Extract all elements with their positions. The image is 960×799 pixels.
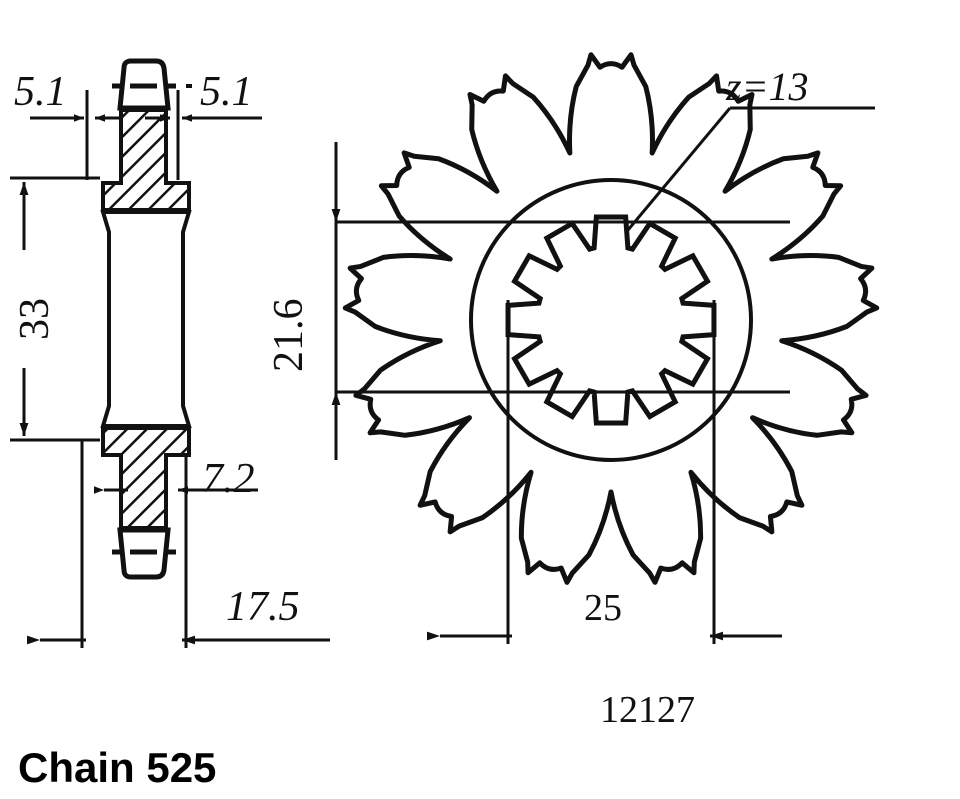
dim-7p2-group: 7.2 [94,456,258,502]
dim-label-5p1-right: 5.1 [200,69,253,115]
dim-33-group: 33 [10,176,100,442]
dim-label-7p2: 7.2 [202,456,255,502]
dim-label-21p6: 21.6 [266,299,312,373]
dim-25-group: 25 [427,300,782,644]
dim-label-5p1-left: 5.1 [14,69,67,115]
pitch-circle [469,178,753,462]
dim-label-25: 25 [584,587,622,629]
dim-label-17p5: 17.5 [226,584,300,630]
section-rim-band [100,210,192,428]
dim-21p6-group: 21.6 [266,142,790,460]
upper-hub-section [101,108,191,212]
dim-5p1-group: 5.1 5.1 [14,69,262,180]
cross-section-view [100,58,192,580]
teeth-callout-group: z=13 [626,64,875,231]
chain-type-label: Chain 525 [18,744,216,791]
teeth-callout-label: z=13 [725,64,809,109]
lower-hub-section [101,426,191,530]
section-hatched-body [101,108,191,530]
sprocket-face-view [342,52,880,585]
part-number-label: 12127 [600,689,695,731]
dim-label-33: 33 [12,298,58,340]
callout-leader-line [626,107,732,231]
dim-17p5-group: 17.5 [27,440,330,648]
